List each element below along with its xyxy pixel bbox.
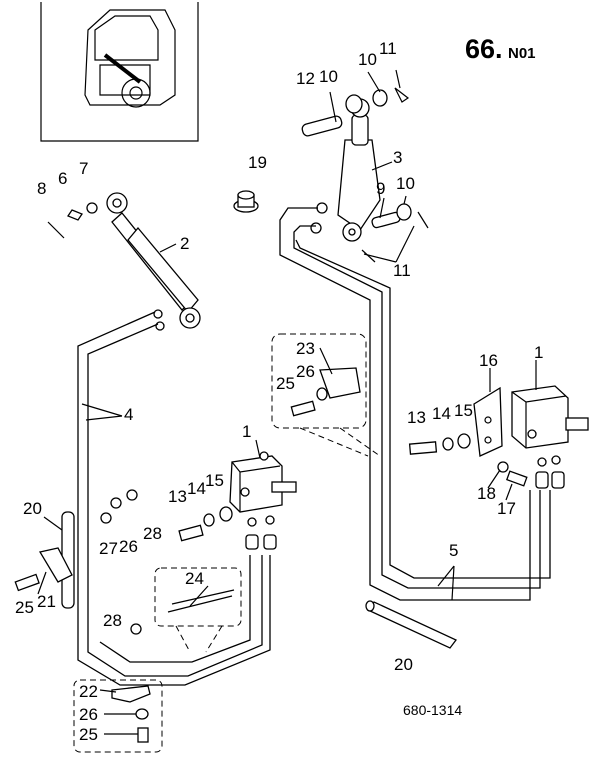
callout-25-detail: 25 bbox=[276, 374, 295, 393]
callout-22: 22 bbox=[79, 682, 98, 701]
callout-labels: 1 1 2 3 4 5 6 7 8 9 10 10 10 11 11 12 13… bbox=[15, 39, 543, 744]
callout-15-right: 15 bbox=[454, 401, 473, 420]
leader-lines bbox=[37, 69, 537, 735]
callout-16: 16 bbox=[479, 351, 498, 370]
callout-15-center: 15 bbox=[205, 471, 224, 490]
callout-10-top: 10 bbox=[319, 67, 338, 86]
callout-6: 6 bbox=[58, 169, 67, 188]
callout-25-bottom: 25 bbox=[79, 725, 98, 744]
detail-24-box bbox=[154, 567, 242, 653]
callout-20-bottom: 20 bbox=[394, 655, 413, 674]
part-19-grommet bbox=[233, 190, 259, 213]
callout-1-center: 1 bbox=[242, 422, 251, 441]
page-title: 66. N01 bbox=[465, 34, 536, 64]
callout-4: 4 bbox=[124, 405, 133, 424]
callout-17: 17 bbox=[497, 499, 516, 518]
bolt-17-18 bbox=[497, 461, 528, 487]
title-number: 66. bbox=[465, 34, 503, 64]
callout-7: 7 bbox=[79, 159, 88, 178]
callout-28-left: 28 bbox=[143, 524, 162, 543]
callout-10-right: 10 bbox=[396, 174, 415, 193]
cylinder-2 bbox=[47, 192, 201, 331]
figure-code: 680-1314 bbox=[403, 702, 462, 718]
part-28-nut bbox=[130, 623, 142, 635]
callout-12: 12 bbox=[296, 69, 315, 88]
truck-cab-inset bbox=[40, 2, 199, 142]
callout-26-detail: 26 bbox=[296, 362, 315, 381]
callout-9: 9 bbox=[376, 179, 385, 198]
callout-18: 18 bbox=[477, 484, 496, 503]
clamp-detail-box-bottom bbox=[73, 679, 163, 753]
callout-14-right: 14 bbox=[432, 404, 451, 423]
detail-23-box bbox=[271, 333, 381, 457]
title-suffix: N01 bbox=[508, 45, 536, 62]
callout-20-left: 20 bbox=[23, 499, 42, 518]
callout-23: 23 bbox=[296, 339, 315, 358]
bracket-16 bbox=[473, 386, 503, 457]
cylinder-3 bbox=[301, 87, 429, 263]
callout-10-mid: 10 bbox=[358, 50, 377, 69]
callout-26-bottom: 26 bbox=[79, 705, 98, 724]
callout-2: 2 bbox=[180, 234, 189, 253]
callout-14-center: 14 bbox=[187, 479, 206, 498]
callout-19: 19 bbox=[248, 153, 267, 172]
bolt-set-center bbox=[178, 506, 233, 542]
callout-8: 8 bbox=[37, 179, 46, 198]
callout-13-center: 13 bbox=[168, 487, 187, 506]
valve-1-right bbox=[511, 385, 589, 489]
callout-5: 5 bbox=[449, 541, 458, 560]
valve-1-center bbox=[229, 451, 297, 550]
callout-11-bottom: 11 bbox=[393, 261, 411, 280]
bolt-set-right bbox=[408, 433, 471, 455]
callout-11-top: 11 bbox=[379, 39, 397, 58]
pipe-bundle-4 bbox=[77, 311, 271, 686]
callout-25-left: 25 bbox=[15, 598, 34, 617]
callout-13-right: 13 bbox=[407, 408, 426, 427]
callout-24: 24 bbox=[185, 569, 204, 588]
callout-3: 3 bbox=[393, 148, 402, 167]
tube-20 bbox=[365, 600, 458, 649]
callout-26-left: 26 bbox=[119, 537, 138, 556]
callout-28-bottom: 28 bbox=[103, 611, 122, 630]
callout-27: 27 bbox=[99, 539, 118, 558]
clamp-assembly-left bbox=[14, 489, 138, 609]
callout-1-right: 1 bbox=[534, 343, 543, 362]
pipe-bundle-5 bbox=[279, 207, 551, 601]
callout-21: 21 bbox=[37, 592, 56, 611]
